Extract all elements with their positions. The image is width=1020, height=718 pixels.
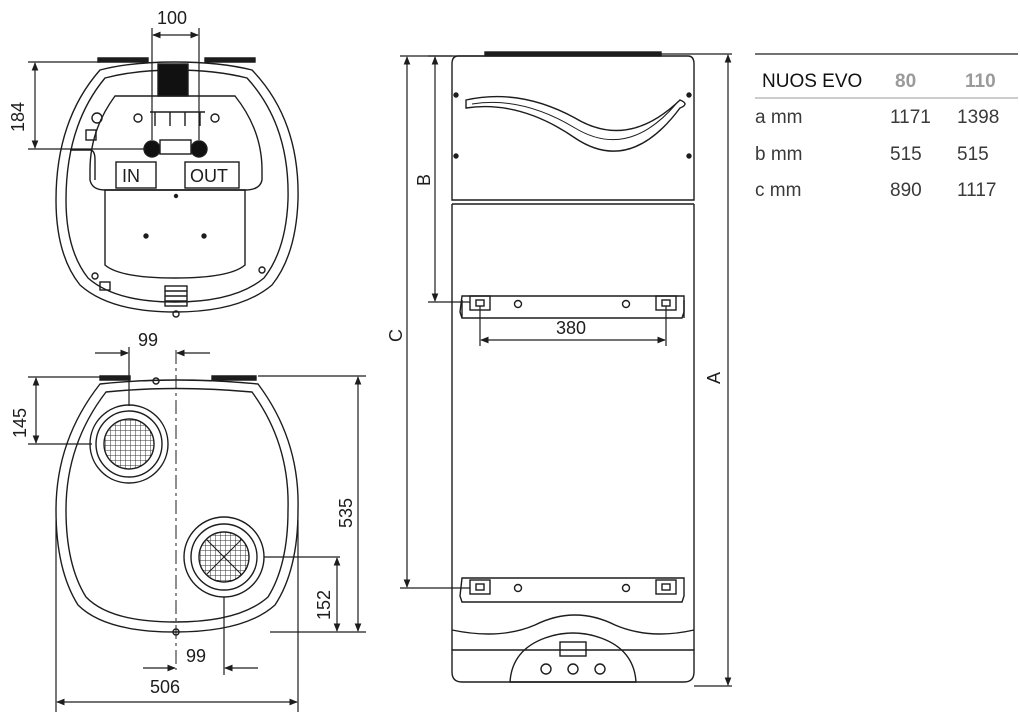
table-row-c-80: 890 (890, 180, 922, 201)
top-bolt-left (133, 113, 143, 123)
table-header-model: NUOS EVO (762, 71, 862, 92)
top-dot-left (143, 233, 149, 239)
front-wave-inner (471, 101, 677, 141)
dim-a-label: A (704, 372, 724, 384)
front-wave-outer (465, 95, 686, 152)
bottom-bracket-left (99, 375, 131, 381)
bottom-tab (99, 281, 111, 291)
top-view-body-inner (65, 69, 289, 303)
table-header-80: 80 (895, 71, 916, 92)
dim-145 (28, 376, 100, 445)
cap-mark-bl (453, 153, 459, 159)
dim-c-label: C (386, 329, 406, 342)
table-row-a-110: 1398 (957, 107, 999, 128)
side-fitting-1 (91, 112, 103, 124)
front-base-curve (451, 614, 695, 635)
cap-mark-tr (686, 92, 692, 98)
dim-a (660, 53, 732, 687)
table-row-c-label: c mm (755, 180, 801, 201)
dim-506-label: 506 (150, 677, 180, 697)
front-lid-strip (484, 51, 662, 57)
front-button-2 (567, 663, 579, 675)
top-bolt-right (210, 113, 220, 123)
front-button-3 (594, 663, 606, 675)
front-display (559, 641, 587, 657)
top-bracket-right (204, 57, 256, 63)
dim-184 (28, 61, 146, 150)
bottom-view-body-inner (65, 387, 289, 623)
dim-b (428, 55, 470, 303)
air-outlet-ring (190, 523, 258, 591)
table-row-b-110: 515 (957, 144, 989, 165)
out-label-box (184, 161, 240, 189)
bottom-grill-lines (165, 290, 187, 302)
air-inlet-grille (103, 418, 155, 470)
front-view (451, 51, 695, 683)
top-lower-box (104, 189, 246, 279)
dim-152-label: 152 (314, 590, 334, 620)
dim-99-top (95, 347, 210, 406)
bottom-screw-left (91, 272, 99, 280)
table-row-a-80: 1171 (890, 107, 931, 128)
side-pipe (70, 149, 96, 180)
dim-152 (264, 556, 341, 632)
dim-100-label: 100 (157, 8, 187, 28)
bottom-stub (172, 310, 180, 318)
cap-mark-br (686, 153, 692, 159)
dim-535-label: 535 (336, 498, 356, 528)
top-bracket-left (97, 57, 149, 63)
dim-99-top-label: 99 (138, 330, 158, 350)
lower-bracket (459, 577, 685, 603)
dim-100 (151, 28, 200, 140)
valve-row (150, 111, 205, 126)
top-dot-center (173, 193, 179, 199)
air-inlet-ring (95, 410, 163, 478)
dim-380 (479, 306, 667, 346)
dim-184-label: 184 (8, 102, 28, 132)
front-top-cap (451, 55, 695, 201)
in-label: IN (122, 166, 140, 186)
top-view (55, 57, 299, 318)
front-base (451, 649, 695, 683)
top-central-black-block (157, 63, 189, 97)
bottom-dot-a (152, 377, 160, 385)
in-out-labels: IN OUT (115, 161, 240, 189)
bottom-view (55, 375, 299, 636)
top-view-body-outline (55, 61, 299, 313)
connection-bridge (159, 139, 192, 155)
spec-table: NUOS EVO 80 110 a mm 1171 1398 b mm 515 … (755, 53, 1018, 201)
dim-380-label: 380 (556, 318, 586, 338)
bottom-view-body-outline (55, 379, 299, 633)
dim-99-bottom-label: 99 (186, 646, 206, 666)
table-row-b-label: b mm (755, 144, 803, 165)
dim-145-label: 145 (10, 408, 30, 438)
table-header-110: 110 (965, 71, 996, 92)
in-label-box (115, 161, 157, 189)
bottom-bracket-right (211, 375, 257, 381)
side-fitting-2 (85, 129, 97, 141)
top-dot-right (201, 233, 207, 239)
dim-535 (258, 375, 366, 633)
cap-mark-tl (453, 92, 459, 98)
dim-99-bottom (143, 597, 258, 675)
bottom-screw-right (258, 266, 266, 274)
dim-b-label: B (414, 174, 434, 186)
front-button-1 (540, 663, 552, 675)
front-tank-body (451, 204, 695, 650)
inlet-connection (143, 140, 161, 158)
dim-506 (55, 520, 299, 712)
air-outlet-cross (205, 538, 243, 576)
upper-bracket (459, 295, 685, 319)
dim-c (400, 55, 485, 589)
outlet-connection (190, 140, 208, 158)
table-row-b-80: 515 (890, 144, 922, 165)
out-label: OUT (190, 166, 228, 186)
front-base-panel (509, 632, 637, 683)
table-row-a-label: a mm (755, 107, 803, 128)
table-row-c-110: 1117 (957, 180, 996, 201)
